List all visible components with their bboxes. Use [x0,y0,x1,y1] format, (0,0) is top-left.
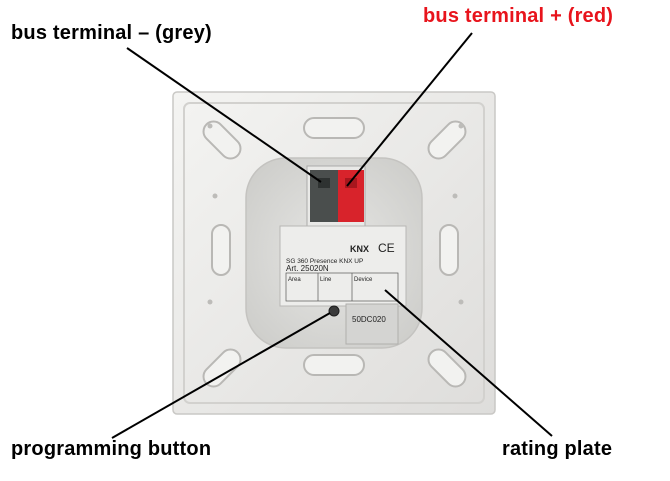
field-area: Area [288,277,301,283]
label-programming-button: programming button [11,438,212,460]
label-bus-terminal-grey: bus terminal – (grey) [11,22,212,44]
rating-plate: KNX CE SG 360 Presence KNX UP Art. 25020… [279,225,407,307]
label-rating-plate: rating plate [502,438,613,460]
field-line: Line [320,277,332,283]
field-device: Device [354,277,373,283]
mounting-holes [207,123,464,305]
article-number: Art. 25020N [286,264,329,273]
knx-logo: KNX [350,244,369,254]
bus-terminal-red [338,170,364,222]
housing-inner-rim [183,102,485,404]
leader-lines [111,32,553,439]
serial-sticker: 50DC020 [345,303,399,345]
ce-mark: CE [378,241,395,255]
serial-number: 50DC020 [352,315,386,324]
label-bus-terminal-red: bus terminal + (red) [423,5,614,27]
programming-button[interactable] [328,305,340,317]
product-name: SG 360 Presence KNX UP [286,258,363,265]
